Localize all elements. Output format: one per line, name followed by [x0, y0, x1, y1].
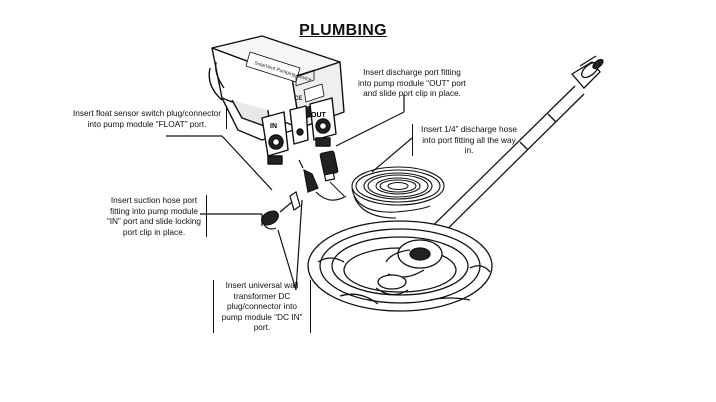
callout-suction-hose-text: Insert suction hose port fitting into pu… — [106, 195, 202, 237]
pump-module — [208, 35, 345, 165]
callout-float-sensor-text: Insert float sensor switch plug/connecto… — [72, 108, 222, 129]
port-in-label: IN — [270, 123, 277, 130]
page-title: PLUMBING — [299, 22, 387, 39]
float-sensor-plug — [261, 191, 301, 230]
suction-tube-assembly — [307, 55, 604, 312]
callout-dc-plug: Insert universal wall transformer DC plu… — [213, 280, 311, 333]
port-out-label: OUT — [311, 112, 327, 119]
coiled-discharge-hose — [351, 166, 445, 219]
callout-float-sensor: Insert float sensor switch plug/connecto… — [72, 108, 227, 129]
callout-discharge-port: Insert discharge port fitting into pump … — [358, 67, 466, 99]
callout-discharge-port-text: Insert discharge port fitting into pump … — [358, 67, 466, 98]
leader-lines — [166, 94, 413, 291]
dc-plug — [298, 159, 347, 201]
ce-mark: CE — [294, 96, 302, 102]
discharge-fitting — [319, 150, 345, 197]
callout-dc-plug-text: Insert universal wall transformer DC plu… — [221, 280, 303, 332]
callout-discharge-hose: Insert 1/4” discharge hose into port fit… — [412, 124, 521, 156]
callout-discharge-hose-text: Insert 1/4” discharge hose into port fit… — [421, 124, 517, 155]
callout-suction-hose: Insert suction hose port fitting into pu… — [106, 195, 207, 237]
